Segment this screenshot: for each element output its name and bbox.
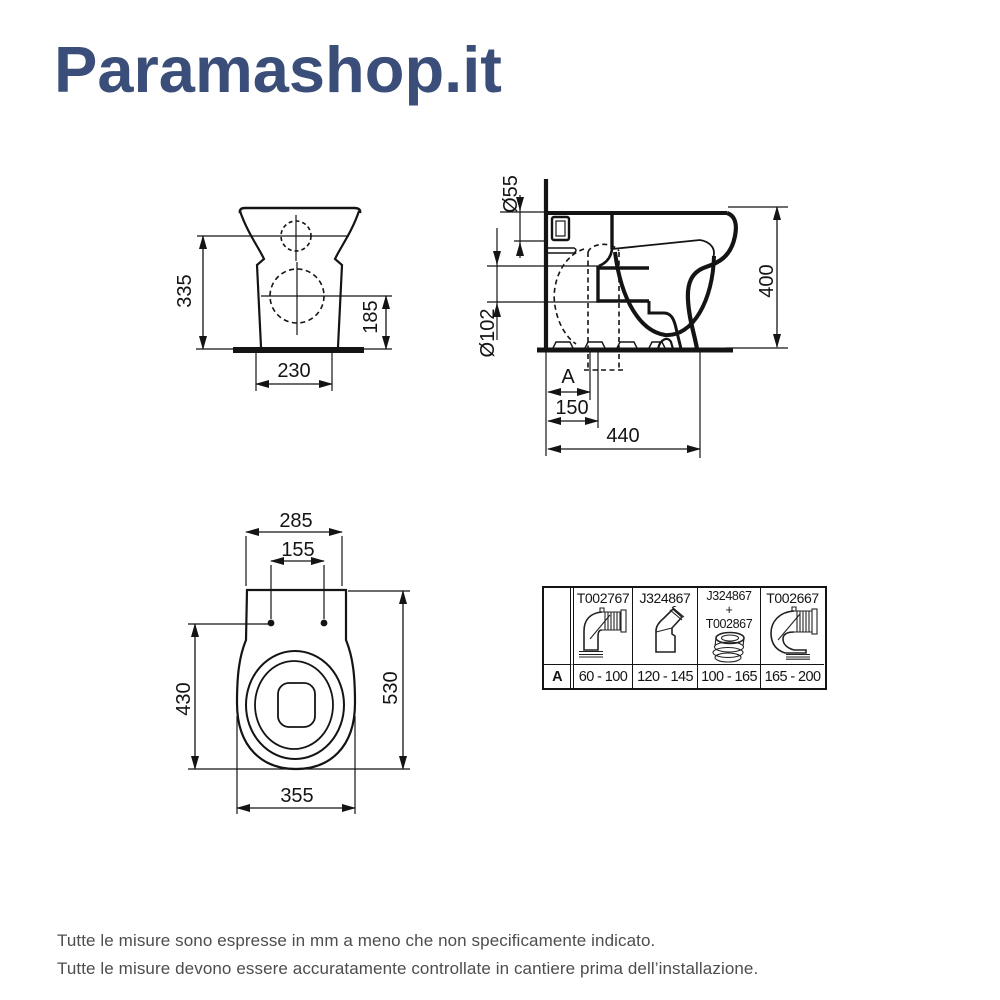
top-view-drawing: 285 155 430 530 355 — [173, 510, 410, 814]
toilet-top-outline — [235, 588, 357, 771]
dim-150-label: 150 — [555, 397, 588, 419]
hidden-outlet-pipes — [553, 243, 623, 371]
fitting-code: J324867 — [706, 589, 752, 603]
dim-355-label: 355 — [280, 785, 313, 807]
dim-d102-label: Ø102 — [477, 309, 499, 358]
dim-400-label: 400 — [756, 264, 778, 297]
table-corner-cell — [544, 588, 570, 664]
fitting-range: 120 - 145 — [632, 664, 697, 688]
fitting-column-4: T002667 — [760, 588, 824, 664]
drain-fittings-table: T002767 J324867 — [542, 586, 827, 690]
row-header-a: A — [544, 664, 570, 688]
fitting-column-2: J324867 — [632, 588, 697, 664]
dim-d55-label: Ø55 — [500, 175, 522, 213]
dim-440-label: 440 — [606, 425, 639, 447]
fitting-column-1: T002767 — [570, 588, 632, 664]
fitting-code-2: T002867 — [705, 617, 753, 631]
long-elbow-pipe-icon — [769, 606, 818, 660]
dim-155-label: 155 — [281, 539, 314, 561]
front-view-dimensions: 335 185 230 — [174, 235, 392, 391]
fitting-column-3: J324867 + T002867 — [697, 588, 760, 664]
fitting-range: 60 - 100 — [570, 664, 632, 688]
dim-230-label: 230 — [277, 360, 310, 382]
toilet-side-outline — [548, 211, 738, 350]
dim-a-label: A — [561, 366, 575, 388]
wall-and-floor — [537, 179, 788, 456]
seat-bolt-hole-left — [267, 619, 275, 627]
elbow-pipe-icon — [579, 607, 627, 658]
side-view-dimensions: Ø55 Ø102 400 A 150 440 — [477, 175, 788, 458]
fitting-code-plus: + — [725, 603, 733, 617]
dim-285-label: 285 — [279, 510, 312, 532]
footer-note-1: Tutte le misure sono espresse in mm a me… — [57, 931, 656, 950]
dim-185-label: 185 — [360, 300, 382, 333]
dim-530-label: 530 — [380, 671, 402, 704]
gasket-icon — [712, 631, 745, 663]
front-view-drawing: 335 185 230 — [174, 206, 392, 391]
brand-logo: Paramashop.it — [54, 33, 502, 106]
fitting-code: T002667 — [766, 590, 819, 606]
top-view-dimensions: 285 155 430 530 355 — [173, 510, 410, 814]
fitting-range: 165 - 200 — [760, 664, 824, 688]
fitting-code: T002767 — [576, 590, 630, 606]
dim-430-label: 430 — [173, 682, 195, 715]
fitting-range: 100 - 165 — [697, 664, 760, 688]
offset-pipe-icon — [655, 606, 685, 653]
side-view-drawing: Ø55 Ø102 400 A 150 440 — [477, 175, 788, 458]
fitting-code: J324867 — [639, 590, 691, 606]
footer-note-2: Tutte le misure devono essere accuratame… — [57, 959, 759, 978]
dim-335-label: 335 — [174, 274, 196, 307]
seat-bolt-hole-right — [320, 619, 328, 627]
